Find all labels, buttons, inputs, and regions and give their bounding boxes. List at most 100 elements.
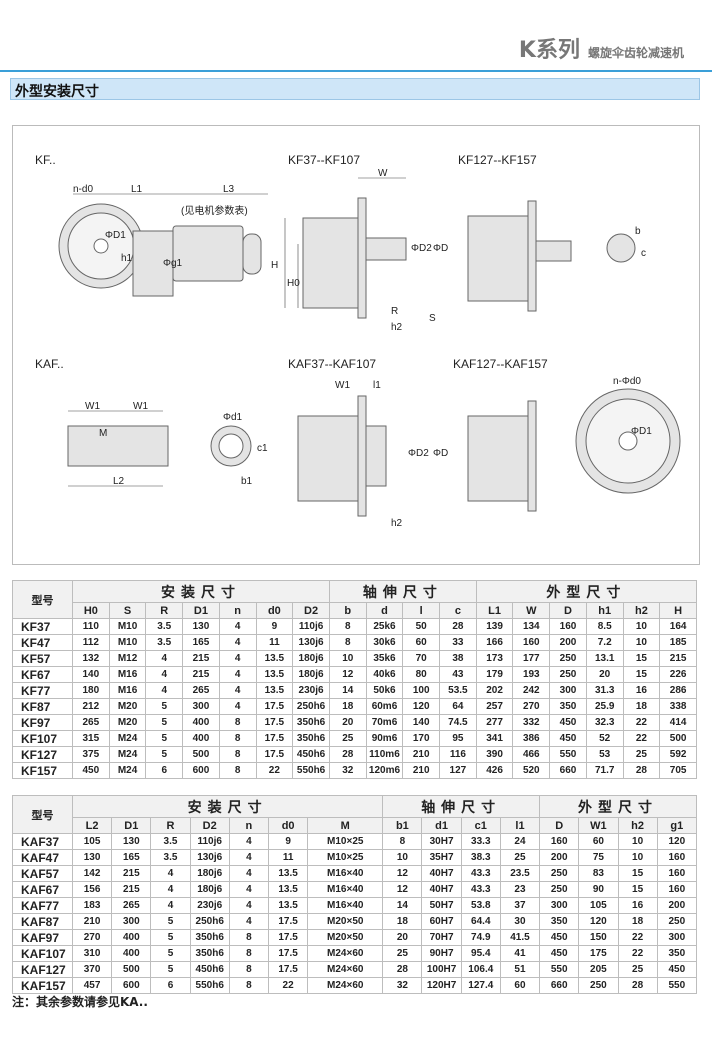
value-cell: 130j6 bbox=[189, 849, 230, 866]
value-cell: 50 bbox=[402, 618, 441, 635]
column-header: h2 bbox=[622, 602, 661, 619]
value-cell: 116 bbox=[439, 746, 477, 763]
model-cell: KAF77 bbox=[12, 897, 73, 914]
value-cell: 660 bbox=[539, 977, 580, 994]
value-cell: 400 bbox=[182, 730, 220, 747]
value-cell: 22 bbox=[268, 977, 309, 994]
footnote: 注：其余参数请参见KA.. bbox=[12, 995, 148, 1009]
value-cell: 205 bbox=[578, 961, 619, 978]
value-cell: 250h6 bbox=[189, 913, 230, 930]
value-cell: 9 bbox=[255, 618, 294, 635]
value-cell: M24×60 bbox=[307, 945, 384, 962]
kf-front-view bbox=[284, 177, 407, 319]
value-cell: 3.5 bbox=[145, 634, 184, 651]
label-W1-front: W1 bbox=[335, 380, 350, 391]
value-cell: 30H7 bbox=[421, 833, 462, 850]
kaf-front-view bbox=[297, 388, 681, 517]
label-L3: L3 bbox=[223, 184, 235, 195]
value-cell: 16 bbox=[617, 897, 658, 914]
value-cell: 210 bbox=[402, 762, 441, 779]
value-cell: M16 bbox=[108, 666, 147, 683]
label-S: S bbox=[429, 313, 436, 324]
value-cell: 53.8 bbox=[460, 897, 501, 914]
value-cell: 30k6 bbox=[365, 634, 404, 651]
value-cell: 51 bbox=[499, 961, 541, 978]
value-cell: 83 bbox=[578, 865, 619, 882]
value-cell: 6 bbox=[150, 977, 191, 994]
value-cell: 5 bbox=[150, 929, 191, 946]
value-cell: 142 bbox=[71, 865, 113, 882]
value-cell: 90H7 bbox=[421, 945, 462, 962]
section-title: 外型安装尺寸 bbox=[15, 84, 99, 100]
group-header: 轴伸尺寸 bbox=[382, 795, 541, 818]
value-cell: 160 bbox=[656, 881, 698, 898]
value-cell: 156 bbox=[71, 881, 113, 898]
value-cell: 71.7 bbox=[585, 762, 624, 779]
value-cell: 200 bbox=[656, 897, 698, 914]
column-header: D2 bbox=[189, 817, 230, 834]
value-cell: 95 bbox=[439, 730, 477, 747]
value-cell: 5 bbox=[145, 746, 184, 763]
value-cell: 15 bbox=[617, 881, 658, 898]
group-header: 外型尺寸 bbox=[539, 795, 697, 818]
kf-range-2: KF127--KF157 bbox=[458, 153, 537, 167]
value-cell: 110 bbox=[72, 618, 110, 635]
value-cell: 10 bbox=[382, 849, 423, 866]
value-cell: 110j6 bbox=[292, 618, 330, 635]
value-cell: 341 bbox=[475, 730, 514, 747]
value-cell: 23.5 bbox=[499, 865, 541, 882]
value-cell: 17.5 bbox=[268, 961, 309, 978]
column-header: b1 bbox=[382, 817, 423, 834]
value-cell: 43.3 bbox=[460, 881, 501, 898]
value-cell: 4 bbox=[218, 650, 257, 667]
value-cell: 310 bbox=[71, 945, 113, 962]
value-cell: M10×25 bbox=[307, 849, 384, 866]
label-d1: Φd1 bbox=[223, 412, 243, 423]
label-D: ΦD bbox=[433, 243, 448, 254]
value-cell: 38 bbox=[439, 650, 477, 667]
value-cell: 185 bbox=[659, 634, 697, 651]
value-cell: 32.3 bbox=[585, 714, 624, 731]
value-cell: M20 bbox=[108, 714, 147, 731]
column-header: H bbox=[659, 602, 697, 619]
column-header: b bbox=[328, 602, 367, 619]
kf-range-1: KF37--KF107 bbox=[288, 153, 360, 167]
value-cell: 390 bbox=[475, 746, 514, 763]
value-cell: 7.2 bbox=[585, 634, 624, 651]
value-cell: 60 bbox=[578, 833, 619, 850]
value-cell: 8 bbox=[228, 977, 270, 994]
dimension-drawings: KF.. KF37--KF107 KF127--KF157 KAF.. KAF3… bbox=[12, 125, 700, 565]
value-cell: 500 bbox=[659, 730, 697, 747]
group-header-row: 型号安装尺寸轴伸尺寸外型尺寸 bbox=[12, 795, 697, 834]
model-cell: KAF157 bbox=[12, 977, 73, 994]
model-cell: KF47 bbox=[12, 634, 73, 651]
header-divider bbox=[0, 70, 712, 72]
value-cell: 8 bbox=[218, 746, 257, 763]
value-cell: 270 bbox=[71, 929, 113, 946]
value-cell: 300 bbox=[111, 913, 152, 930]
value-cell: 140 bbox=[72, 666, 110, 683]
label-b: b bbox=[635, 226, 641, 237]
value-cell: 270 bbox=[512, 698, 551, 715]
value-cell: M10×25 bbox=[307, 833, 384, 850]
column-header: R bbox=[150, 817, 191, 834]
value-cell: 134 bbox=[512, 618, 551, 635]
value-cell: M24×60 bbox=[307, 977, 384, 994]
kf127-view bbox=[467, 200, 636, 312]
value-cell: 210 bbox=[402, 746, 441, 763]
column-header: W1 bbox=[578, 817, 619, 834]
value-cell: 132 bbox=[72, 650, 110, 667]
group-header: 安装尺寸 bbox=[71, 795, 384, 818]
column-header: c bbox=[439, 602, 477, 619]
value-cell: 3.5 bbox=[150, 833, 191, 850]
value-cell: 4 bbox=[228, 913, 270, 930]
value-cell: 265 bbox=[72, 714, 110, 731]
